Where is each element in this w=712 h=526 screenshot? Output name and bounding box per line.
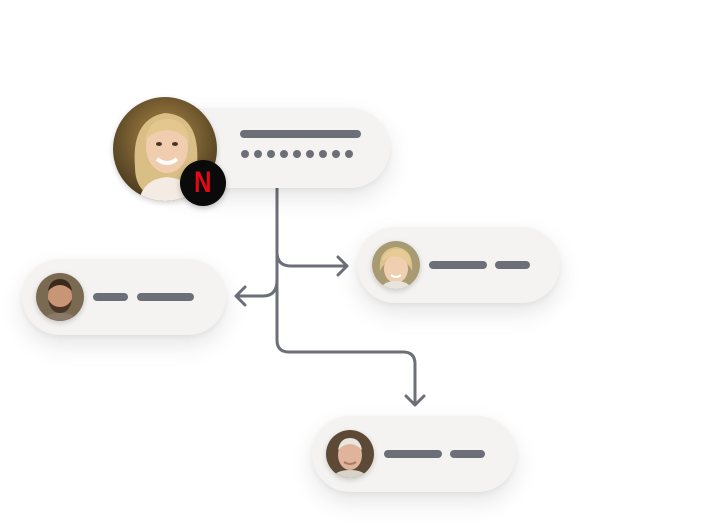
- bearded-man-avatar-photo: [36, 273, 84, 321]
- arrow-down-icon: [404, 394, 426, 407]
- bearded-man-name-placeholder: [93, 293, 128, 301]
- arrow-left-icon: [234, 285, 247, 307]
- child-avatar[interactable]: [372, 241, 420, 289]
- password-dot: [280, 150, 288, 158]
- badge-letter: N: [194, 166, 212, 199]
- older-man-name-placeholder: [384, 450, 442, 458]
- netflix-badge-icon: N: [180, 160, 226, 206]
- password-dot: [319, 150, 327, 158]
- connector-to-child-profile: [275, 250, 348, 268]
- connector-trunk: [275, 186, 417, 406]
- bearded-man-avatar[interactable]: [36, 273, 84, 321]
- older-man-detail-placeholder: [450, 450, 485, 458]
- password-dot: [306, 150, 314, 158]
- password-dot: [267, 150, 275, 158]
- password-dot: [254, 150, 262, 158]
- password-dot: [241, 150, 249, 158]
- older-man-avatar-photo: [326, 430, 374, 478]
- password-dot: [345, 150, 353, 158]
- older-man-avatar[interactable]: [326, 430, 374, 478]
- child-detail-placeholder: [495, 261, 530, 269]
- password-dot: [332, 150, 340, 158]
- connector-to-bearded-man-profile: [235, 278, 279, 298]
- bearded-man-detail-placeholder: [137, 293, 194, 301]
- primary-name-placeholder: [240, 130, 361, 138]
- password-dot: [293, 150, 301, 158]
- child-name-placeholder: [429, 261, 487, 269]
- arrow-right-icon: [336, 255, 349, 277]
- child-avatar-photo: [372, 241, 420, 289]
